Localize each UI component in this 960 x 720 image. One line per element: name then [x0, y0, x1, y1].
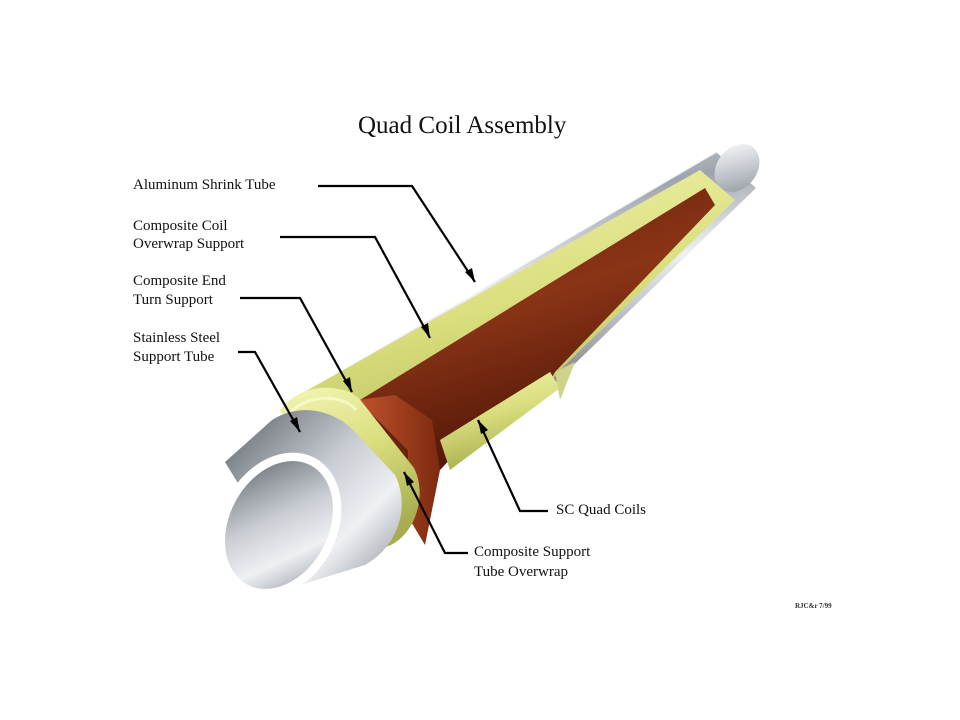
arrowhead-stainless-steel — [290, 417, 300, 432]
label-stainless-steel-line1: Stainless Steel — [133, 330, 221, 346]
label-composite-end-turn-line1: Composite End — [133, 273, 226, 289]
leader-aluminum-shrink-tube — [318, 184, 476, 283]
label-stainless-steel-line2: Support Tube — [133, 349, 215, 365]
label-sc-quad-coils: SC Quad Coils — [556, 502, 647, 518]
leader-sc-quad-coils — [477, 419, 548, 513]
author-credit: RJC&r 7/99 — [795, 602, 832, 610]
label-composite-support-overwrap-line1: Composite Support — [474, 544, 591, 560]
label-composite-coil-overwrap-line1: Composite Coil — [133, 218, 228, 234]
arrowhead-aluminum-shrink-tube — [465, 268, 475, 282]
leader-composite-coil-overwrap — [280, 235, 431, 339]
arrowhead-composite-coil-overwrap — [421, 323, 430, 338]
leader-composite-support-overwrap — [403, 471, 468, 555]
sc-quad-coil-conductor — [360, 188, 715, 470]
arrowhead-composite-support-overwrap — [404, 472, 414, 486]
diagram-title: Quad Coil Assembly — [358, 112, 567, 139]
stainless-steel-support-tube — [216, 410, 402, 598]
arrowhead-composite-end-turn — [343, 377, 352, 392]
label-aluminum-shrink-tube: Aluminum Shrink Tube — [133, 177, 276, 193]
label-composite-end-turn-line2: Turn Support — [133, 292, 213, 308]
leader-arrowheads — [290, 268, 488, 486]
label-composite-coil-overwrap-line2: Overwrap Support — [133, 236, 245, 252]
leader-stainless-steel — [238, 350, 301, 433]
leader-composite-end-turn — [240, 296, 353, 393]
label-composite-support-overwrap-line2: Tube Overwrap — [474, 564, 569, 580]
leader-lines — [238, 184, 548, 555]
arrowhead-sc-quad-coils — [478, 420, 488, 434]
